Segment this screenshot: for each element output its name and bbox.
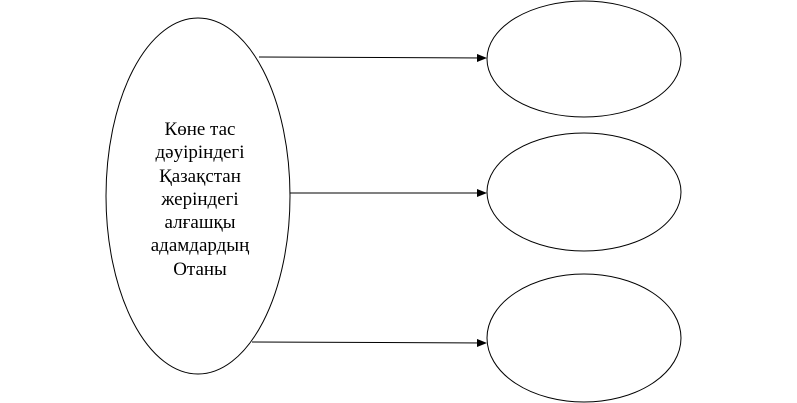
branch-node-top	[486, 0, 682, 118]
arrow-to-top	[258, 53, 487, 62]
center-node-label: Көне тас дәуіріндегі Қазақстан жеріндегі…	[118, 118, 282, 281]
arrow-to-bottom	[251, 338, 487, 347]
center-node-label-line: жеріндегі	[161, 188, 239, 210]
center-node-label-line: алғашқы	[164, 212, 236, 234]
center-node	[105, 17, 291, 375]
center-node-label-line: адамдардың	[150, 235, 250, 257]
center-node-label-line: дәуіріндегі	[155, 142, 245, 164]
center-node-label-line: Отаны	[173, 258, 227, 280]
branch-node-bottom	[486, 273, 682, 403]
center-node-label-line: Көне тас	[164, 119, 236, 140]
branch-node-middle	[486, 132, 682, 252]
center-node-label-line: Қазақстан	[159, 165, 241, 187]
